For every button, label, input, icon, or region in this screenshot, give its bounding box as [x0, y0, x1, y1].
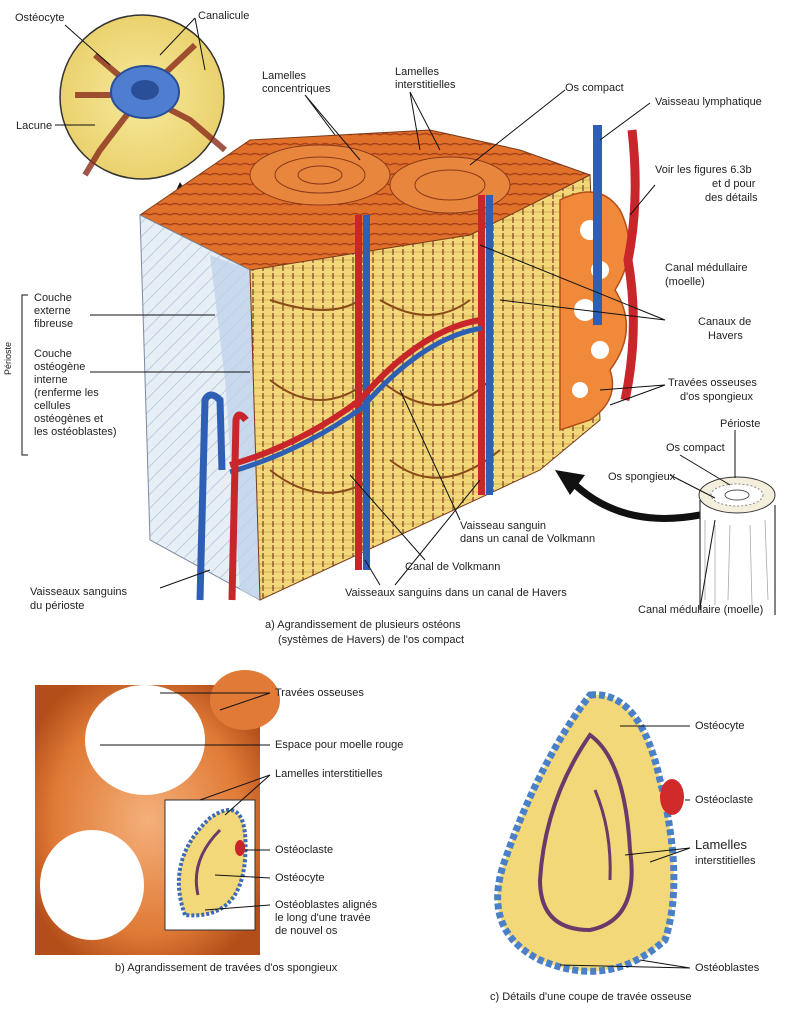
label-couche-externe-1: Couche — [34, 292, 72, 305]
caption-panel-b: b) Agrandissement de travées d'os spongi… — [115, 961, 337, 975]
label-vaisseau-volkmann-1: Vaisseau sanguin — [460, 520, 546, 533]
label-canal-volkmann: Canal de Volkmann — [405, 561, 500, 574]
label-voir-figures-3: des détails — [705, 192, 758, 205]
label-lacune: Lacune — [16, 120, 52, 133]
label-vaisseau-volkmann-2: dans un canal de Volkmann — [460, 533, 595, 546]
caption-panel-a-line1: a) Agrandissement de plusieurs ostéons — [265, 618, 461, 632]
label-os-spongieux-inset: Os spongieux — [608, 471, 675, 484]
label-osteocyte-inset: Ostéocyte — [15, 12, 65, 25]
label-canal-medullaire-1: Canal médullaire — [665, 262, 748, 275]
label-vaisseaux-perioste-2: du périoste — [30, 600, 84, 613]
label-c-osteoblastes: Ostéoblastes — [695, 962, 759, 975]
label-vaisseaux-havers: Vaisseaux sanguins dans un canal de Have… — [345, 587, 567, 600]
label-perioste-inset: Périoste — [720, 418, 760, 431]
label-c-lamelles-1: Lamelles — [695, 838, 747, 851]
label-b-lamelles: Lamelles interstitielles — [275, 768, 383, 781]
caption-panel-c: c) Détails d'une coupe de travée osseuse — [490, 990, 691, 1004]
label-vaisseau-lymphatique: Vaisseau lymphatique — [655, 96, 762, 109]
label-canaux-havers-1: Canaux de — [698, 316, 751, 329]
label-lamelles-concentriques-1: Lamelles — [262, 70, 306, 83]
label-b-osteoblastes-1: Ostéoblastes alignés — [275, 899, 377, 912]
trabecula-section — [498, 695, 684, 972]
label-os-compact-inset: Os compact — [666, 442, 725, 455]
label-canal-medullaire-2: (moelle) — [665, 276, 705, 289]
label-couche-externe-3: fibreuse — [34, 318, 73, 331]
label-couche-osteogene-2: ostéogène — [34, 361, 85, 374]
label-vaisseaux-perioste-1: Vaisseaux sanguins — [30, 586, 127, 599]
label-lamelles-interstitielles-2: interstitielles — [395, 79, 456, 92]
label-c-osteoclaste: Ostéoclaste — [695, 794, 753, 807]
label-couche-osteogene-3: interne — [34, 374, 68, 387]
label-canalicule: Canalicule — [198, 10, 249, 23]
label-couche-osteogene-5: cellules — [34, 400, 71, 413]
spongy-trabeculae — [35, 670, 280, 955]
label-os-compact: Os compact — [565, 82, 624, 95]
label-perioste-vertical: Périoste — [2, 342, 15, 375]
label-b-osteoblastes-3: de nouvel os — [275, 925, 337, 938]
label-b-travees: Travées osseuses — [275, 687, 364, 700]
label-c-lamelles-2: interstitielles — [695, 855, 756, 868]
label-lamelles-interstitielles-1: Lamelles — [395, 66, 439, 79]
osteocyte-inset — [60, 15, 225, 179]
caption-panel-a-line2: (systèmes de Havers) de l'os compact — [278, 633, 464, 647]
label-couche-osteogene-6: ostéogènes et — [34, 413, 103, 426]
label-travees-2: d'os spongieux — [680, 391, 753, 404]
label-travees-1: Travées osseuses — [668, 377, 757, 390]
label-couche-osteogene-1: Couche — [34, 348, 72, 361]
label-voir-figures-2: et d pour — [712, 178, 755, 191]
label-canaux-havers-2: Havers — [708, 330, 743, 343]
label-b-osteoblastes-2: le long d'une travée — [275, 912, 371, 925]
label-b-osteoclaste: Ostéoclaste — [275, 844, 333, 857]
label-couche-osteogene-7: les ostéoblastes) — [34, 426, 117, 439]
label-canal-medullaire-inset: Canal médullaire (moelle) — [638, 604, 763, 617]
label-voir-figures-1: Voir les figures 6.3b — [655, 164, 752, 177]
label-couche-externe-2: externe — [34, 305, 71, 318]
label-c-osteocyte: Ostéocyte — [695, 720, 745, 733]
label-b-espace-moelle: Espace pour moelle rouge — [275, 739, 403, 752]
label-lamelles-concentriques-2: concentriques — [262, 83, 331, 96]
label-couche-osteogene-4: (renferme les — [34, 387, 99, 400]
label-b-osteocyte: Ostéocyte — [275, 872, 325, 885]
